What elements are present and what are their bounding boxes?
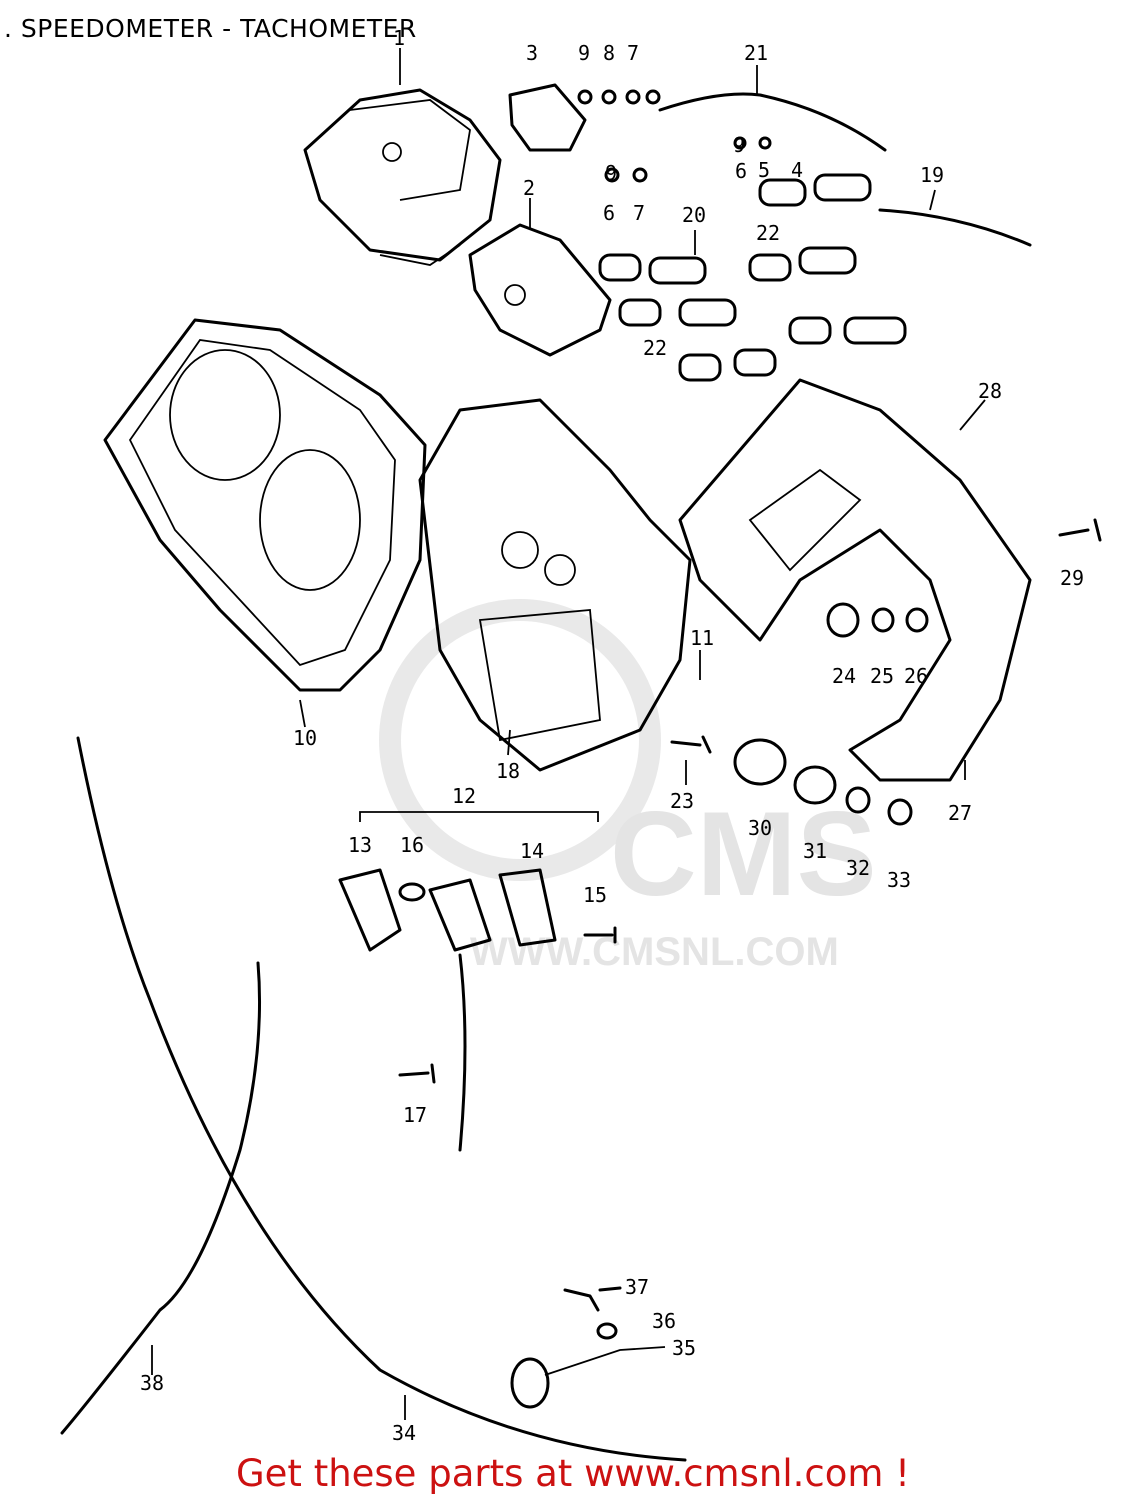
callout-9b: 9 bbox=[733, 133, 745, 157]
wire-harness-21 bbox=[658, 92, 887, 152]
callout-28: 28 bbox=[978, 379, 1002, 403]
callout-9: 9 bbox=[578, 41, 590, 65]
callout-10: 10 bbox=[293, 726, 317, 750]
wire-harness-19 bbox=[878, 208, 1032, 247]
watermark-url: WWW.CMSNL.COM bbox=[470, 930, 839, 974]
callout-17: 17 bbox=[403, 1103, 427, 1127]
leader-lines bbox=[151, 48, 986, 1420]
cable-fasteners bbox=[510, 1286, 666, 1409]
grommets-washers bbox=[670, 518, 1102, 826]
callout-6: 6 bbox=[603, 201, 615, 225]
callout-27: 27 bbox=[948, 801, 972, 825]
callout-22b: 22 bbox=[643, 336, 667, 360]
callout-12: 12 bbox=[452, 784, 476, 808]
callout-30: 30 bbox=[748, 816, 772, 840]
callout-34: 34 bbox=[392, 1421, 416, 1445]
speedometer-cable bbox=[76, 736, 687, 1462]
bulb-sockets bbox=[598, 173, 907, 382]
callout-36: 36 bbox=[652, 1309, 676, 1333]
callout-11: 11 bbox=[690, 626, 714, 650]
cmsnl-link[interactable]: Get these parts at www.cmsnl.com ! bbox=[235, 1452, 910, 1495]
small-fasteners bbox=[577, 89, 772, 183]
callout-37: 37 bbox=[625, 1275, 649, 1299]
cmsnl-watermark: CMS WWW.CMSNL.COM bbox=[379, 599, 877, 974]
callout-19: 19 bbox=[920, 163, 944, 187]
meter-housing bbox=[678, 378, 1032, 782]
callout-8: 8 bbox=[603, 41, 615, 65]
callout-4: 4 bbox=[791, 158, 803, 182]
callout-16: 16 bbox=[400, 833, 424, 857]
callout-18: 18 bbox=[496, 759, 520, 783]
indicator-lamp-group bbox=[338, 811, 617, 1152]
callout-13: 13 bbox=[348, 833, 372, 857]
callout-3: 3 bbox=[526, 41, 538, 65]
callout-29: 29 bbox=[1060, 566, 1084, 590]
callout-9c: 9 bbox=[605, 161, 617, 185]
watermark-brand: CMS bbox=[610, 787, 877, 921]
callout-6b: 6 bbox=[735, 159, 747, 183]
callout-32: 32 bbox=[846, 856, 870, 880]
indicator-plate bbox=[508, 83, 587, 152]
tachometer-unit bbox=[303, 88, 502, 266]
callout-7c: 7 bbox=[633, 201, 645, 225]
callout-38: 38 bbox=[140, 1371, 164, 1395]
footer-banner[interactable]: Get these parts at www.cmsnl.com ! bbox=[0, 1452, 1146, 1495]
callout-20: 20 bbox=[682, 203, 706, 227]
callout-26: 26 bbox=[904, 664, 928, 688]
speedometer-unit bbox=[468, 223, 612, 357]
callout-14: 14 bbox=[520, 839, 544, 863]
callout-labels: 1 2 3 4 5 6 7 8 9 10 11 12 13 14 15 16 1… bbox=[140, 26, 1084, 1445]
callout-2: 2 bbox=[523, 176, 535, 200]
meter-case bbox=[418, 398, 692, 772]
callout-7: 7 bbox=[627, 41, 639, 65]
callout-23: 23 bbox=[670, 789, 694, 813]
callout-33: 33 bbox=[887, 868, 911, 892]
callout-35: 35 bbox=[672, 1336, 696, 1360]
meter-cover bbox=[103, 318, 427, 692]
callout-25: 25 bbox=[870, 664, 894, 688]
callout-22a: 22 bbox=[756, 221, 780, 245]
callout-31: 31 bbox=[803, 839, 827, 863]
callout-5: 5 bbox=[758, 158, 770, 182]
callout-21: 21 bbox=[744, 41, 768, 65]
page-title: . SPEEDOMETER - TACHOMETER bbox=[4, 14, 417, 43]
tachometer-cable bbox=[60, 961, 262, 1435]
callout-24: 24 bbox=[832, 664, 856, 688]
callout-15: 15 bbox=[583, 883, 607, 907]
callout-1: 1 bbox=[393, 26, 405, 50]
